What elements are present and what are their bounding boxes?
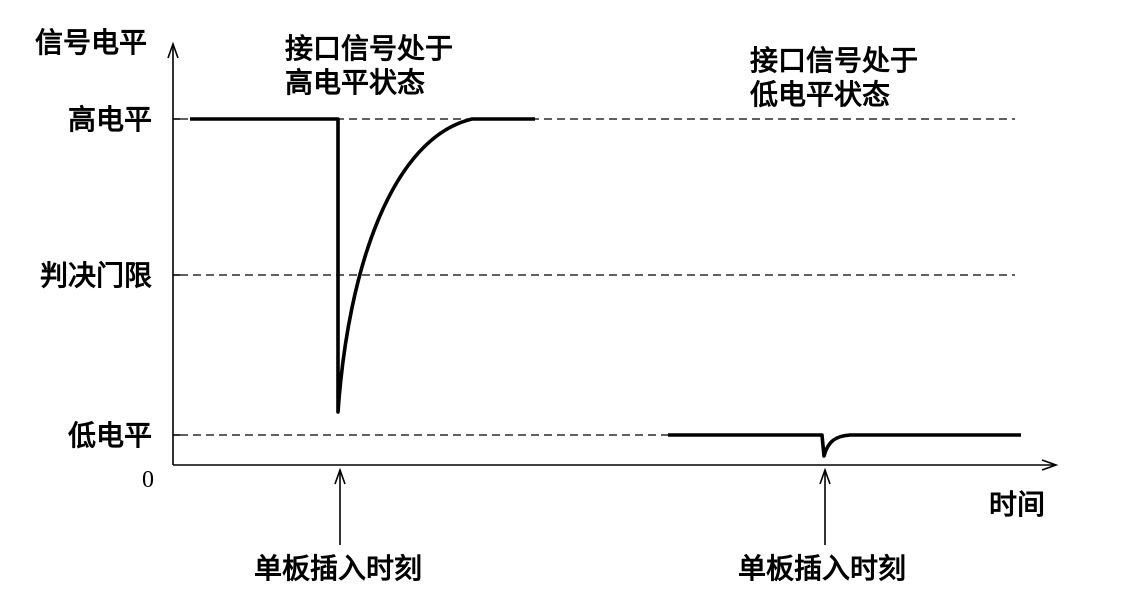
y-axis-label: 信号电平 <box>35 26 147 59</box>
low-state-annotation-line1: 接口信号处于 <box>750 44 918 77</box>
low-state-waveform <box>668 433 1021 458</box>
insert-marker-right <box>819 467 831 545</box>
y-axis <box>167 41 180 465</box>
x-axis <box>173 459 1059 471</box>
insert-marker-left-arrowhead <box>334 467 346 485</box>
level-label-low: 低电平 <box>67 419 152 452</box>
y-axis-arrowhead <box>167 41 179 59</box>
origin-label: 0 <box>142 467 154 493</box>
low-state-annotation-line2: 低电平状态 <box>749 78 890 111</box>
insert-label-left: 单板插入时刻 <box>254 552 422 585</box>
level-label-threshold: 判决门限 <box>40 259 152 292</box>
x-axis-arrowhead <box>1041 459 1059 471</box>
high-state-waveform <box>190 117 535 414</box>
high-state-annotation-line2: 高电平状态 <box>285 66 425 99</box>
high-state-annotation-line1: 接口信号处于 <box>285 32 453 65</box>
insert-marker-right-arrowhead <box>819 467 831 485</box>
x-axis-label: 时间 <box>989 488 1045 521</box>
insert-marker-left <box>334 467 346 545</box>
level-label-high: 高电平 <box>68 103 152 136</box>
insert-label-right: 单板插入时刻 <box>738 552 906 585</box>
